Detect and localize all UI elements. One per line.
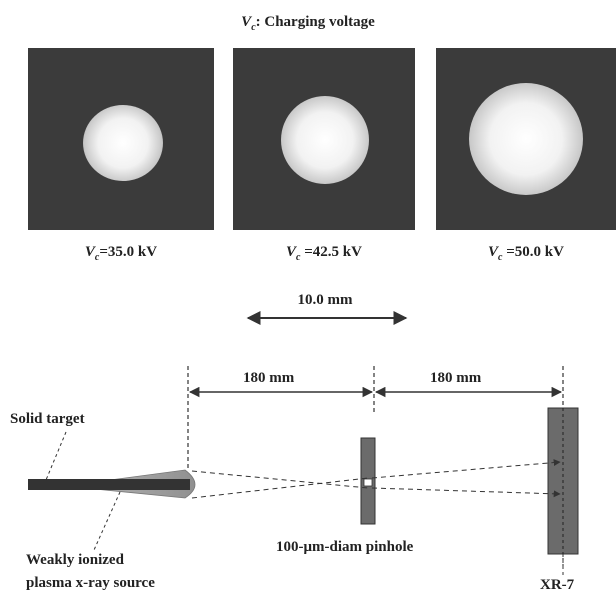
ray-upper-out [371, 459, 561, 479]
ray-lower-out [371, 487, 561, 498]
ray-upper-in [191, 470, 369, 489]
xray-image-50kv [436, 48, 616, 230]
pinhole-label: 100-μm-diam pinhole [276, 539, 414, 555]
solid-target-leader [45, 431, 67, 481]
image-label-50kv: Vc =50.0 kV [488, 244, 564, 263]
title-text: : Charging voltage [255, 14, 375, 30]
detector-label: XR-7 [540, 577, 575, 593]
plasma-spot-35kv [83, 105, 163, 181]
title-subscript: c [251, 22, 256, 33]
plasma-spot-42kv [281, 96, 369, 184]
plasma-spot-50kv [469, 83, 583, 195]
ray-lower-in [191, 477, 369, 499]
image-label-42kv: Vc =42.5 kV [286, 244, 362, 263]
plasma-source-leader [93, 491, 121, 551]
solid-target-label: Solid target [10, 411, 85, 427]
plasma-source-label-line2: plasma x-ray source [26, 575, 155, 591]
solid-target-rod [28, 479, 190, 490]
pinhole-aperture [363, 478, 373, 487]
xray-image-42kv [233, 48, 415, 230]
plasma-source-label-line1: Weakly ionized [26, 552, 124, 568]
distance-label-right: 180 mm [430, 370, 482, 386]
figure-title: Vc: Charging voltage [0, 14, 616, 33]
scale-bar-label: 10.0 mm [297, 292, 353, 308]
distance-label-left: 180 mm [243, 370, 295, 386]
image-label-35kv: Vc=35.0 kV [84, 244, 158, 263]
xray-image-35kv [28, 48, 214, 230]
title-variable: V [241, 14, 252, 30]
